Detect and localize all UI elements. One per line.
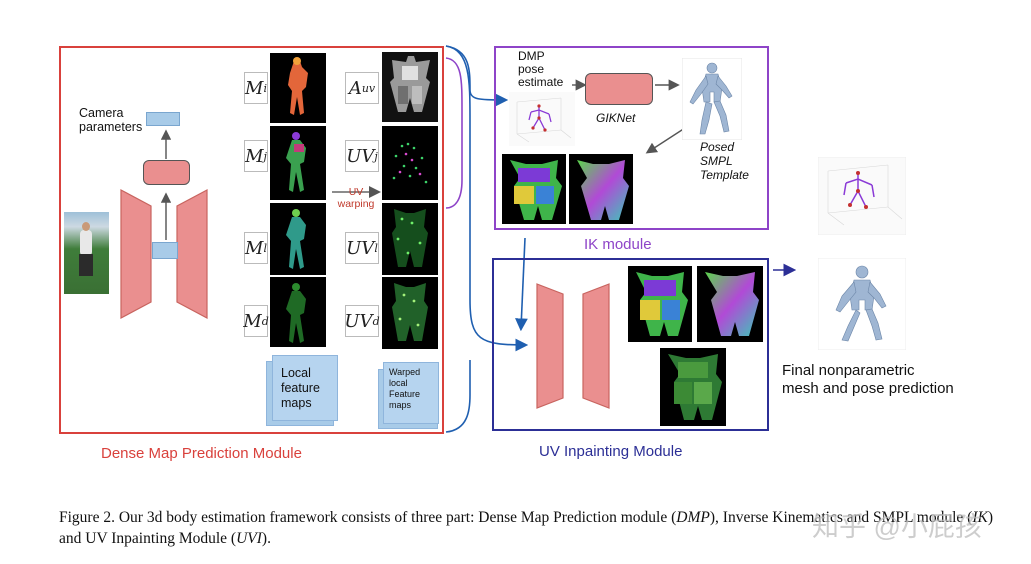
dmp-module-box: [59, 46, 444, 434]
uv-map-uv-j: [382, 126, 438, 200]
caption-ik: IK: [972, 509, 988, 526]
caption-text-1: Our 3d body estimation framework consist…: [118, 509, 677, 526]
caption-text-2: ), Inverse Kinematics and SMPL module (: [709, 509, 973, 526]
ik-uv-map-1: [502, 154, 566, 224]
dmp-pose-plot: [509, 92, 575, 146]
ik-module-title: IK module: [584, 236, 652, 253]
posed-smpl-mesh: [682, 58, 742, 140]
local-feature-maps-label: Local feature maps: [281, 366, 320, 410]
figure-caption: Figure 2. Our 3d body estimation framewo…: [59, 507, 1009, 549]
giknet-label: GIKNet: [596, 111, 636, 125]
final-pose-plot: [818, 157, 906, 235]
camera-parameters-vector: [146, 112, 180, 126]
encoder-decoder-network: [120, 189, 208, 319]
giknet-block: [585, 73, 653, 105]
final-prediction-label: Final nonparametric mesh and pose predic…: [782, 362, 954, 397]
dense-map-m-l: [270, 203, 326, 275]
ik-uv-map-2: [569, 154, 633, 224]
uvi-uv-map-2: [697, 266, 763, 342]
caption-text-4: ).: [261, 530, 271, 547]
dense-map-m-i: [270, 53, 326, 123]
dmp-module-title: Dense Map Prediction Module: [101, 445, 302, 462]
uv-map-a-uv: [382, 52, 438, 122]
posed-smpl-label: Posed SMPL Template: [700, 140, 749, 182]
zhihu-watermark: 知乎 @小屁孩: [812, 512, 982, 542]
caption-text-3: ) and UV Inpainting Module (: [59, 509, 993, 547]
uvi-module-title: UV Inpainting Module: [539, 443, 683, 460]
local-feature-maps-stack-front: [272, 355, 338, 421]
uvi-uv-map-3: [660, 348, 726, 426]
caption-uvi: UVI: [236, 530, 262, 547]
uv-warping-label: UV warping: [337, 186, 375, 210]
dense-map-m-j: [270, 126, 326, 200]
caption-dmp: DMP: [676, 509, 710, 526]
uvi-uv-map-1: [628, 266, 692, 342]
uvi-encoder-decoder: [536, 283, 610, 409]
uv-map-uv-d: [382, 277, 438, 349]
latent-feature: [152, 242, 178, 259]
caption-fig-number: Figure 2.: [59, 509, 115, 526]
final-mesh: [818, 258, 906, 350]
warped-feature-maps-stack-front: [383, 362, 439, 424]
warped-feature-maps-label: Warped local Feature maps: [389, 367, 421, 410]
input-photo: [64, 212, 109, 294]
camera-parameters-label: Camera parameters: [79, 106, 143, 134]
dense-map-m-d: [270, 277, 326, 347]
camera-regressor: [143, 160, 190, 185]
uv-map-uv-l: [382, 203, 438, 275]
dmp-pose-estimate-label: DMP pose estimate: [518, 49, 564, 89]
ik-module-box: [494, 46, 769, 230]
uvi-module-box: [492, 258, 769, 431]
